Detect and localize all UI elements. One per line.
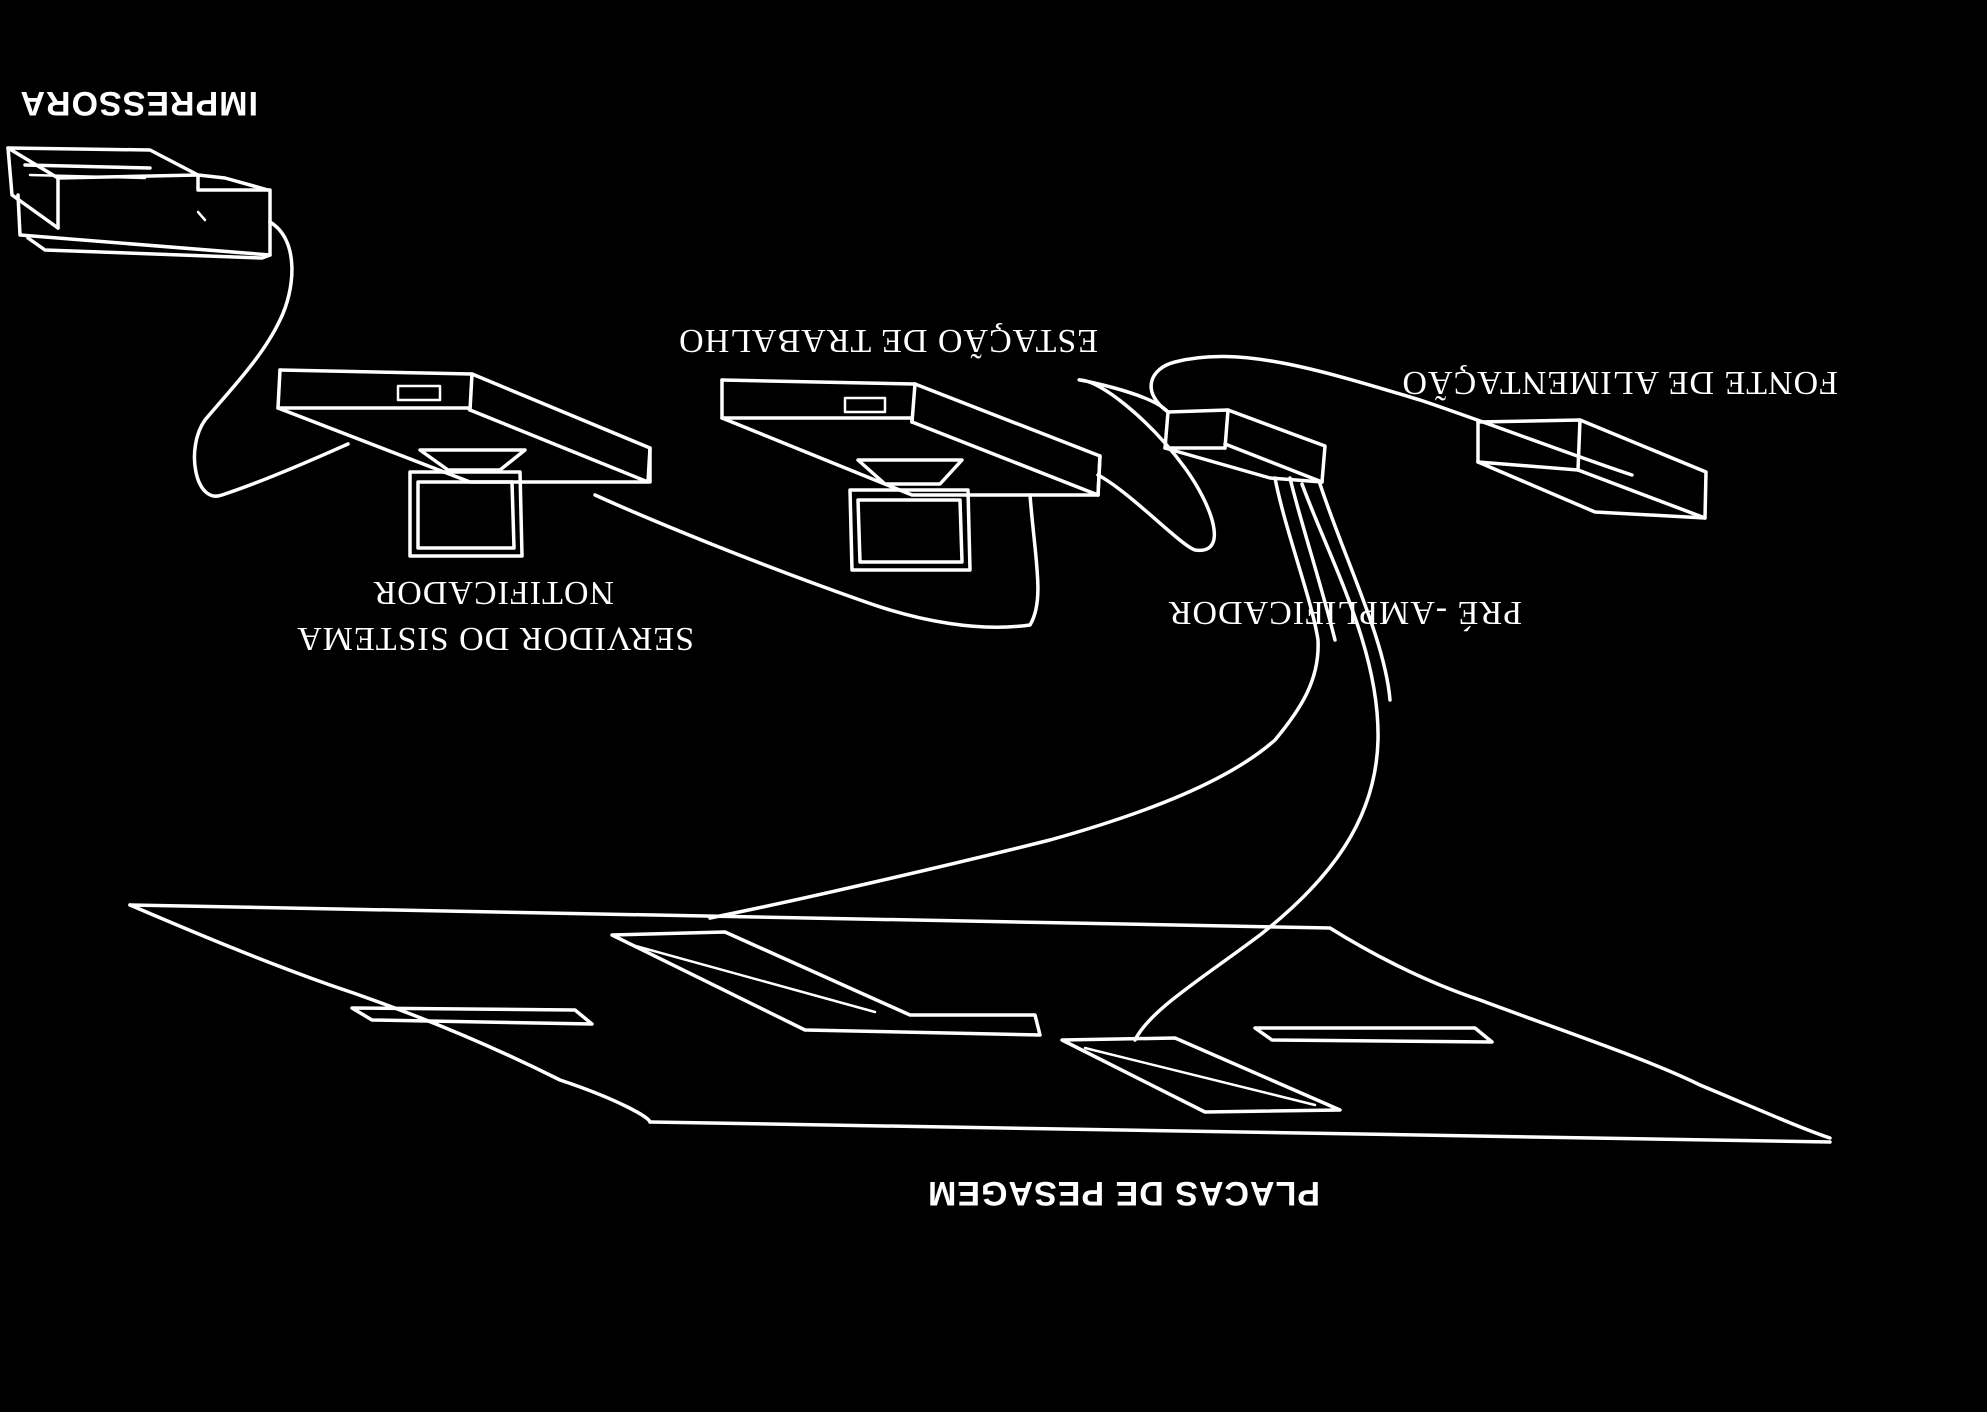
label-printer: IMPRESSORA xyxy=(19,84,258,122)
labels: IMPRESSORA ESTAÇÃO DE TRABALHO FONTE DE … xyxy=(19,84,1838,1212)
label-notifier: NOTIFICADOR xyxy=(373,574,614,611)
weighing-platform xyxy=(128,903,1832,1144)
system-server-label-group: SERVIDOR DO SISTEMA xyxy=(296,620,694,657)
label-system-server: SERVIDOR DO SISTEMA xyxy=(296,620,694,657)
label-weighing-plates: PLACAS DE PESAGEM xyxy=(927,1174,1320,1212)
workstation-computer xyxy=(720,378,1102,572)
printer-label-group: IMPRESSORA xyxy=(19,84,258,122)
system-server-computer xyxy=(276,368,652,558)
notifier-label-group: NOTIFICADOR xyxy=(373,574,614,611)
weighing-plates-label-group: PLACAS DE PESAGEM xyxy=(927,1174,1320,1212)
connection-cables xyxy=(192,220,1634,1042)
power-supply-label-group: FONTE DE ALIMENTAÇÃO xyxy=(1401,364,1838,401)
workstation-label-group: ESTAÇÃO DE TRABALHO xyxy=(678,322,1098,359)
label-power-supply: FONTE DE ALIMENTAÇÃO xyxy=(1401,364,1838,401)
preamplifier-label-group: PRÉ -AMPLIFICADOR xyxy=(1168,594,1522,631)
power-supply-device xyxy=(1476,418,1708,520)
label-workstation: ESTAÇÃO DE TRABALHO xyxy=(678,322,1098,359)
label-preamplifier: PRÉ -AMPLIFICADOR xyxy=(1168,594,1522,631)
preamplifier-device xyxy=(1163,408,1327,484)
printer-device xyxy=(6,146,272,260)
